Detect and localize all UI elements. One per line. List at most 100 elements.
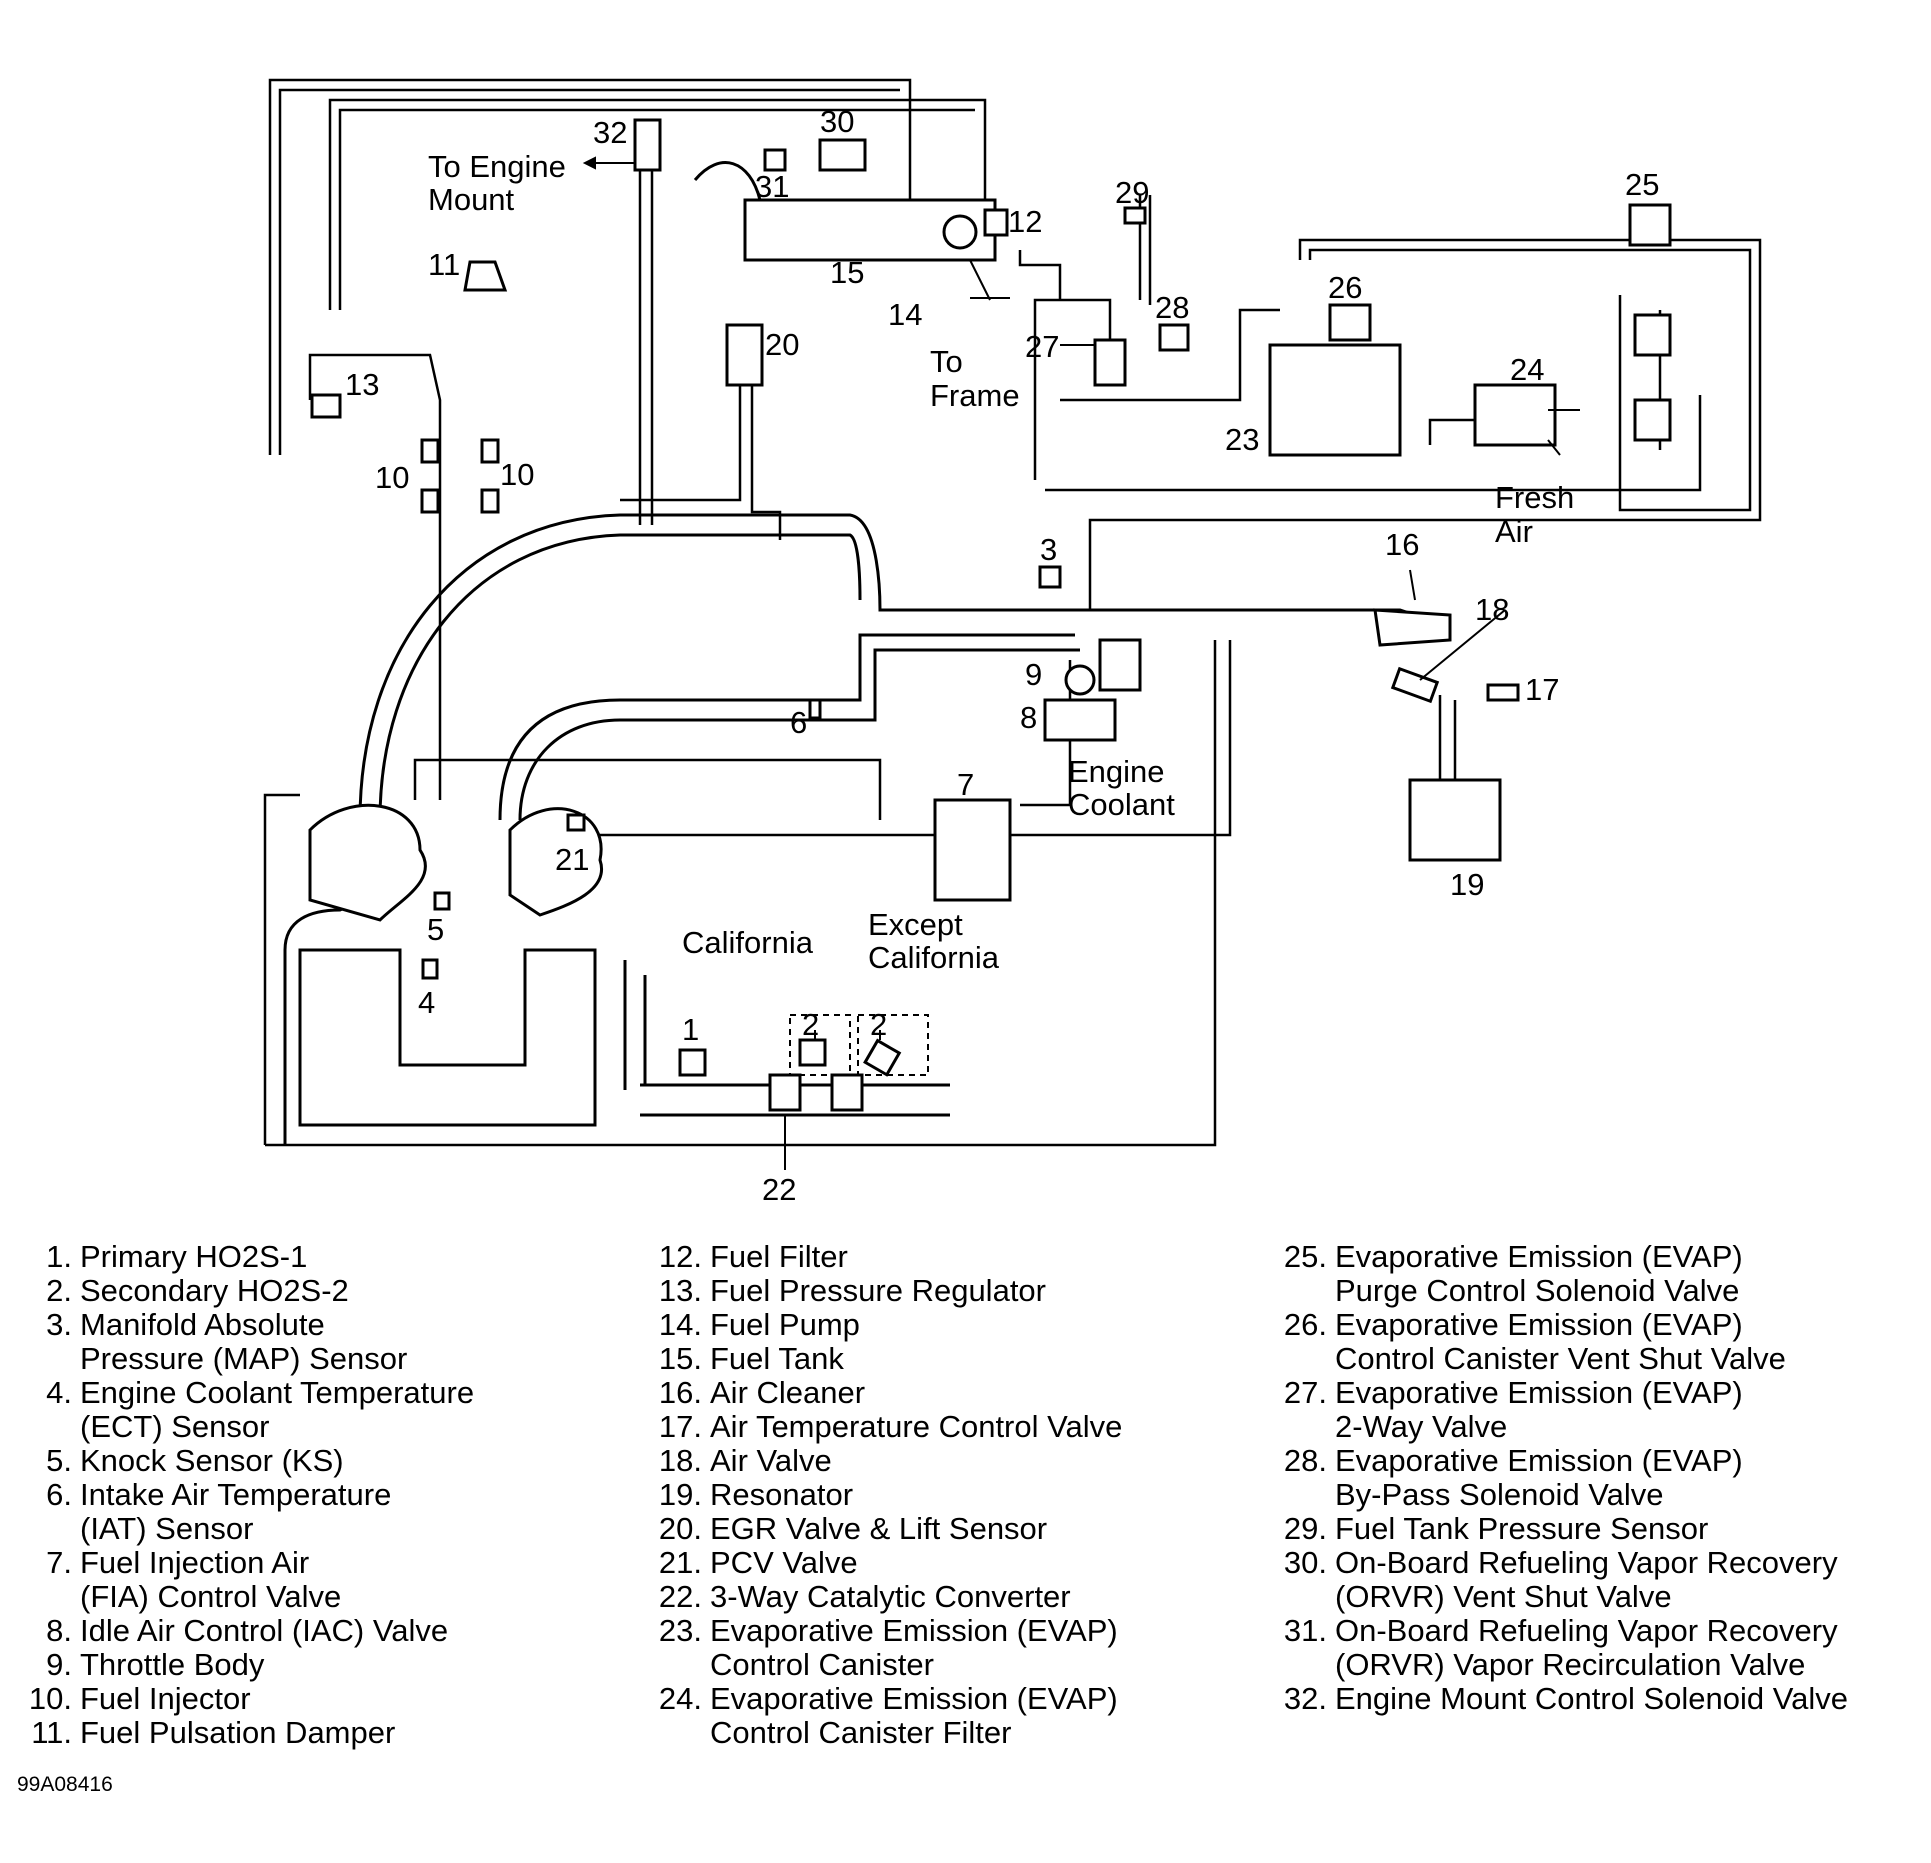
legend-item-text: (FIA) Control Valve	[80, 1579, 342, 1614]
callout-26: 26	[1328, 270, 1362, 305]
legend-item-number	[1265, 1478, 1335, 1512]
catalytic-converter	[768, 1073, 802, 1112]
legend-item-line: 25.Evaporative Emission (EVAP)	[1265, 1240, 1848, 1274]
legend-item-number: 28.	[1283, 1443, 1327, 1478]
legend-item-line: 18.Air Valve	[640, 1444, 1122, 1478]
note-fresh-air-line-2: Air	[1495, 514, 1533, 549]
legend-item-text: PCV Valve	[710, 1545, 858, 1580]
callout-27: 27	[1025, 329, 1059, 364]
legend-item-line: 32.Engine Mount Control Solenoid Valve	[1265, 1682, 1848, 1716]
legend-item-number: 22.	[658, 1579, 702, 1614]
callout-15: 15	[830, 255, 864, 290]
evap-bypass-solenoid-valve	[1158, 323, 1190, 352]
legend-item-line: 5.Knock Sensor (KS)	[10, 1444, 474, 1478]
legend-item-number: 20.	[658, 1511, 702, 1546]
legend-item-text: Fuel Tank Pressure Sensor	[1335, 1511, 1709, 1546]
legend-item-line: 7.Fuel Injection Air	[10, 1546, 474, 1580]
callout-16: 16	[1385, 527, 1419, 562]
legend-item-number	[640, 1716, 710, 1750]
legend-item-text: Air Temperature Control Valve	[710, 1409, 1123, 1444]
legend-item-text: Manifold Absolute	[80, 1307, 325, 1342]
callout-8: 8	[1020, 700, 1037, 735]
legend-item-number: 32.	[1283, 1681, 1327, 1716]
legend-item-line: 24.Evaporative Emission (EVAP)	[640, 1682, 1122, 1716]
legend-item-line: 17.Air Temperature Control Valve	[640, 1410, 1122, 1444]
legend-item-line: (ORVR) Vent Shut Valve	[1265, 1580, 1848, 1614]
legend-item-line: 28.Evaporative Emission (EVAP)	[1265, 1444, 1848, 1478]
legend-item-text: Pressure (MAP) Sensor	[80, 1341, 408, 1376]
callout-3: 3	[1040, 532, 1057, 567]
legend-item-number: 24.	[658, 1681, 702, 1716]
note-except-california-line-1: Except	[868, 907, 963, 942]
callout-9: 9	[1025, 657, 1042, 692]
legend-item-text: Evaporative Emission (EVAP)	[1335, 1239, 1743, 1274]
note-except-california-line-2: California	[868, 940, 1000, 975]
callout-30: 30	[820, 104, 854, 139]
legend-item-number: 26.	[1283, 1307, 1327, 1342]
callout-28: 28	[1155, 290, 1189, 325]
purge-line-chamber	[1633, 313, 1672, 357]
legend-item-text: Engine Coolant Temperature	[80, 1375, 475, 1410]
legend-item-line: (IAT) Sensor	[10, 1512, 474, 1546]
legend-item-text: Engine Mount Control Solenoid Valve	[1335, 1681, 1848, 1716]
legend-column-3: 25.Evaporative Emission (EVAP)Purge Cont…	[1265, 1240, 1848, 1716]
legend-item-number: 8.	[46, 1613, 72, 1648]
fuel-pump	[942, 214, 978, 250]
legend-item-number: 25.	[1283, 1239, 1327, 1274]
evap-control-canister-filter	[1473, 383, 1557, 447]
legend-item-text: Fuel Tank	[710, 1341, 844, 1376]
legend-item-text: (IAT) Sensor	[80, 1511, 254, 1546]
legend-item-text: Air Cleaner	[710, 1375, 866, 1410]
figure-code: 99A08416	[17, 1773, 113, 1796]
legend-item-number	[1265, 1342, 1335, 1376]
callout-10-right: 10	[500, 457, 534, 492]
legend-item-line: 23.Evaporative Emission (EVAP)	[640, 1614, 1122, 1648]
fuel-pulsation-damper	[463, 260, 508, 292]
legend-item-text: Control Canister Filter	[710, 1715, 1012, 1750]
legend-item-line: 22.3-Way Catalytic Converter	[640, 1580, 1122, 1614]
evap-purge-control-solenoid-valve	[1628, 203, 1672, 247]
legend-item-number	[640, 1648, 710, 1682]
primary-ho2s	[678, 1048, 707, 1077]
legend-item-number: 31.	[1283, 1613, 1327, 1648]
callout-31: 31	[755, 169, 789, 204]
note-to-frame-line-1: To	[930, 344, 963, 379]
legend-item-number: 11.	[31, 1715, 72, 1750]
leader-arrows	[582, 156, 1580, 1170]
legend-item-number: 14.	[658, 1307, 702, 1342]
legend-item-number: 16.	[658, 1375, 702, 1410]
legend-item-number	[1265, 1648, 1335, 1682]
intake-chamber	[1098, 638, 1142, 692]
callout-21: 21	[555, 842, 589, 877]
legend-item-text: Intake Air Temperature	[80, 1477, 392, 1512]
orvr-vapor-recirculation-valve	[763, 148, 787, 172]
legend-item-line: 13.Fuel Pressure Regulator	[640, 1274, 1122, 1308]
legend-item-line: Control Canister	[640, 1648, 1122, 1682]
legend-item-number	[10, 1342, 80, 1376]
components	[308, 118, 1672, 1112]
legend-item-number	[1265, 1274, 1335, 1308]
callout-1: 1	[682, 1012, 699, 1047]
legend-item-number: 6.	[46, 1477, 72, 1512]
legend-item-text: Purge Control Solenoid Valve	[1335, 1273, 1740, 1308]
legend-item-text: Fuel Pressure Regulator	[710, 1273, 1046, 1308]
legend-item-number: 21.	[658, 1545, 702, 1580]
callout-24: 24	[1510, 352, 1544, 387]
catalytic-converter	[830, 1073, 864, 1112]
legend-item-number: 29.	[1283, 1511, 1327, 1546]
fuel-tank-pressure-sensor	[1123, 206, 1147, 225]
diagram-notes: To Engine Mount To Frame Fresh Air Engin…	[428, 149, 1574, 975]
callout-10-left: 10	[375, 460, 409, 495]
legend-item-line: Control Canister Vent Shut Valve	[1265, 1342, 1848, 1376]
legend-item-number: 30.	[1283, 1545, 1327, 1580]
legend-item-text: Fuel Filter	[710, 1239, 848, 1274]
fuel-injector	[480, 438, 500, 464]
cylinder-head	[508, 807, 604, 917]
callout-6: 6	[790, 705, 807, 740]
legend-item-line: 8.Idle Air Control (IAC) Valve	[10, 1614, 474, 1648]
legend-item-text: Evaporative Emission (EVAP)	[1335, 1375, 1743, 1410]
legend-item-text: By-Pass Solenoid Valve	[1335, 1477, 1664, 1512]
engine-mount-control-solenoid-valve	[633, 118, 662, 172]
legend-item-text: (ECT) Sensor	[80, 1409, 270, 1444]
except-california-bracket	[857, 1014, 929, 1076]
